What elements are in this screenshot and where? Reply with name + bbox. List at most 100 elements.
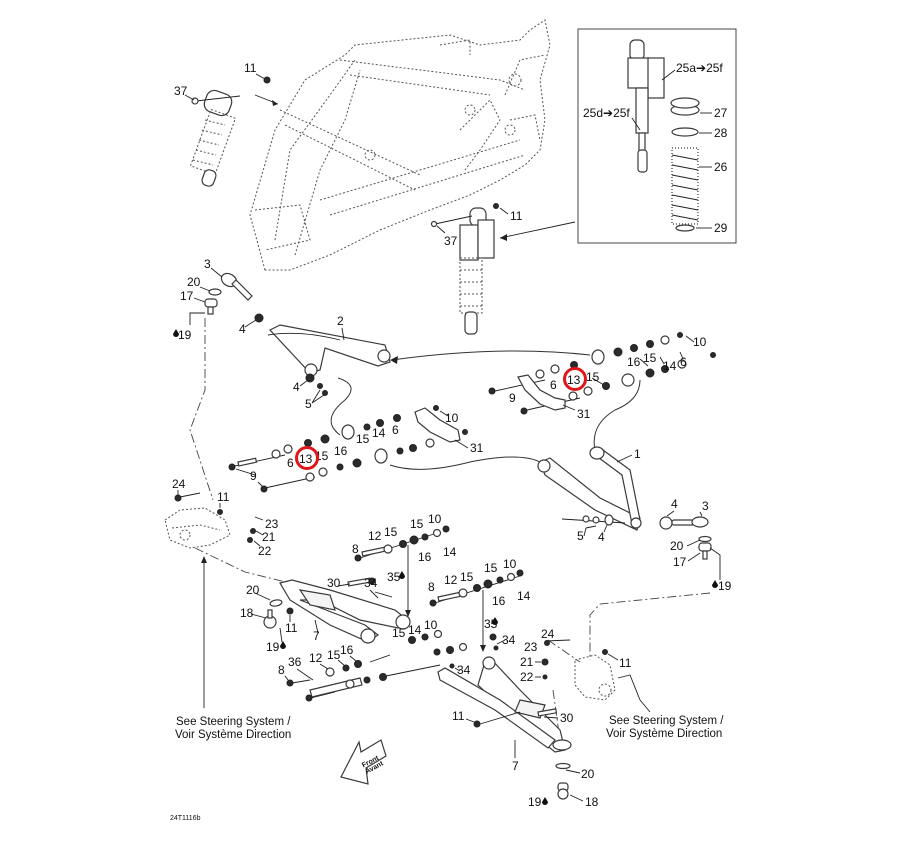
callout-31: 31 <box>577 407 591 421</box>
assembly-arrow <box>330 377 352 436</box>
callout-5: 5 <box>305 397 312 411</box>
callout-6: 6 <box>287 456 294 470</box>
callout-10: 10 <box>428 512 442 526</box>
callout-11: 11 <box>285 621 298 635</box>
shock-detail-inset: 25a➔25f 25d➔25f 27 28 26 29 <box>577 28 737 244</box>
callout-16: 16 <box>492 594 506 608</box>
lower-right-arm-group: 35 34 24 23 21 22 11 30 7 20 19 18 11 <box>437 617 641 809</box>
assembly-line <box>589 592 711 660</box>
callout-35: 35 <box>387 570 401 584</box>
see-steering-note-fr: Voir Système Direction <box>175 729 291 741</box>
grease-icon <box>492 617 498 625</box>
left-shock-assembly: 37 11 <box>174 61 279 187</box>
callout-37: 37 <box>174 84 188 98</box>
callout-27: 27 <box>714 106 728 120</box>
assembly-line <box>547 639 581 663</box>
callout-8: 8 <box>278 663 285 677</box>
callout-2: 2 <box>337 314 344 328</box>
assembly-line <box>194 547 311 589</box>
callout-14: 14 <box>408 623 422 637</box>
callout-31: 31 <box>470 441 484 455</box>
callout-8: 8 <box>428 580 435 594</box>
callout-10: 10 <box>424 618 438 632</box>
callout-28: 28 <box>714 126 728 140</box>
see-steering-note-en: See Steering System / <box>609 715 724 727</box>
callout-23: 23 <box>265 517 279 531</box>
callout-11: 11 <box>510 209 523 223</box>
assembly-arrow <box>391 350 591 361</box>
callout-25a-25f: 25a➔25f <box>676 61 723 75</box>
callout-8: 8 <box>352 542 359 556</box>
callout-16: 16 <box>340 643 354 657</box>
callout-7: 7 <box>313 629 320 643</box>
highlight-ring <box>295 446 319 470</box>
callout-16: 16 <box>627 355 641 369</box>
grease-icon <box>173 329 179 337</box>
callout-grease-19: 19 <box>178 328 192 342</box>
callout-15: 15 <box>392 626 406 640</box>
callout-11: 11 <box>217 490 230 504</box>
upper-right-bushing-group: 10 6 14 15 16 15 6 9 31 13 1 <box>488 332 732 593</box>
callout-21: 21 <box>262 530 276 544</box>
callout-37: 37 <box>444 234 458 248</box>
vehicle-frame <box>249 19 551 271</box>
callout-30: 30 <box>327 576 341 590</box>
lower-left-arm-group: 20 30 34 35 18 11 7 19 10 14 15 34 <box>240 570 471 702</box>
callout-18: 18 <box>240 606 254 620</box>
see-steering-note-fr: Voir Système Direction <box>606 728 722 740</box>
callout-grease-19: 19 <box>528 795 542 809</box>
callout-24: 24 <box>541 627 555 641</box>
callout-22: 22 <box>258 544 272 558</box>
callout-17: 17 <box>673 555 687 569</box>
grease-icon <box>712 580 718 588</box>
callout-4: 4 <box>598 530 605 544</box>
upper-left-arm-group: 3 20 17 19 4 4 5 2 <box>173 257 391 411</box>
callout-grease-19: 19 <box>718 579 732 593</box>
callout-20: 20 <box>246 583 260 597</box>
front-direction-arrow: Front Avant <box>340 739 387 785</box>
highlight-ring <box>563 367 587 391</box>
callout-6: 6 <box>680 355 687 369</box>
callout-10: 10 <box>693 335 707 349</box>
callout-11: 11 <box>244 61 257 75</box>
callout-24: 24 <box>172 477 186 491</box>
callout-15: 15 <box>410 517 424 531</box>
left-knuckle-group: 24 11 23 21 22 <box>164 477 279 558</box>
callout-11: 11 <box>619 656 632 670</box>
callout-29: 29 <box>714 221 728 235</box>
callout-15: 15 <box>643 351 657 365</box>
callout-25d-25f: 25d➔25f <box>583 106 630 120</box>
assembly-arrow <box>389 456 541 470</box>
callout-4: 4 <box>239 322 246 336</box>
callout-7: 7 <box>512 759 519 773</box>
callout-4: 4 <box>671 497 678 511</box>
callout-10: 10 <box>445 411 459 425</box>
callout-5: 5 <box>577 529 584 543</box>
callout-10: 10 <box>503 557 517 571</box>
callout-9: 9 <box>250 469 257 483</box>
callout-22: 22 <box>520 670 534 684</box>
grease-icon <box>542 797 548 805</box>
callout-15: 15 <box>356 432 370 446</box>
callout-13-highlighted[interactable]: 13 <box>299 452 313 466</box>
upper-mid-bushing-group: 10 6 14 14 6 15 31 16 15 6 9 13 <box>228 405 484 493</box>
callout-3: 3 <box>204 257 211 271</box>
lower-mid-bushing-group: 8 12 15 15 10 16 14 8 12 15 15 10 16 14 <box>352 512 531 652</box>
callout-13-highlighted[interactable]: 13 <box>567 373 581 387</box>
callout-15: 15 <box>586 370 600 384</box>
callout-6: 6 <box>392 423 399 437</box>
right-shock-assembly: 11 37 <box>430 203 576 335</box>
callout-11: 11 <box>452 709 465 723</box>
see-steering-note-en: See Steering System / <box>176 716 291 728</box>
grease-icon <box>280 641 286 649</box>
callout-30: 30 <box>560 711 574 725</box>
callout-20: 20 <box>581 767 595 781</box>
callout-17: 17 <box>180 289 194 303</box>
callout-1: 1 <box>634 447 641 461</box>
callout-12: 12 <box>444 573 458 587</box>
callout-14: 14 <box>663 359 677 373</box>
callout-15: 15 <box>327 648 341 662</box>
assembly-arrow <box>593 379 641 451</box>
callout-20: 20 <box>187 275 201 289</box>
callout-15: 15 <box>384 525 398 539</box>
